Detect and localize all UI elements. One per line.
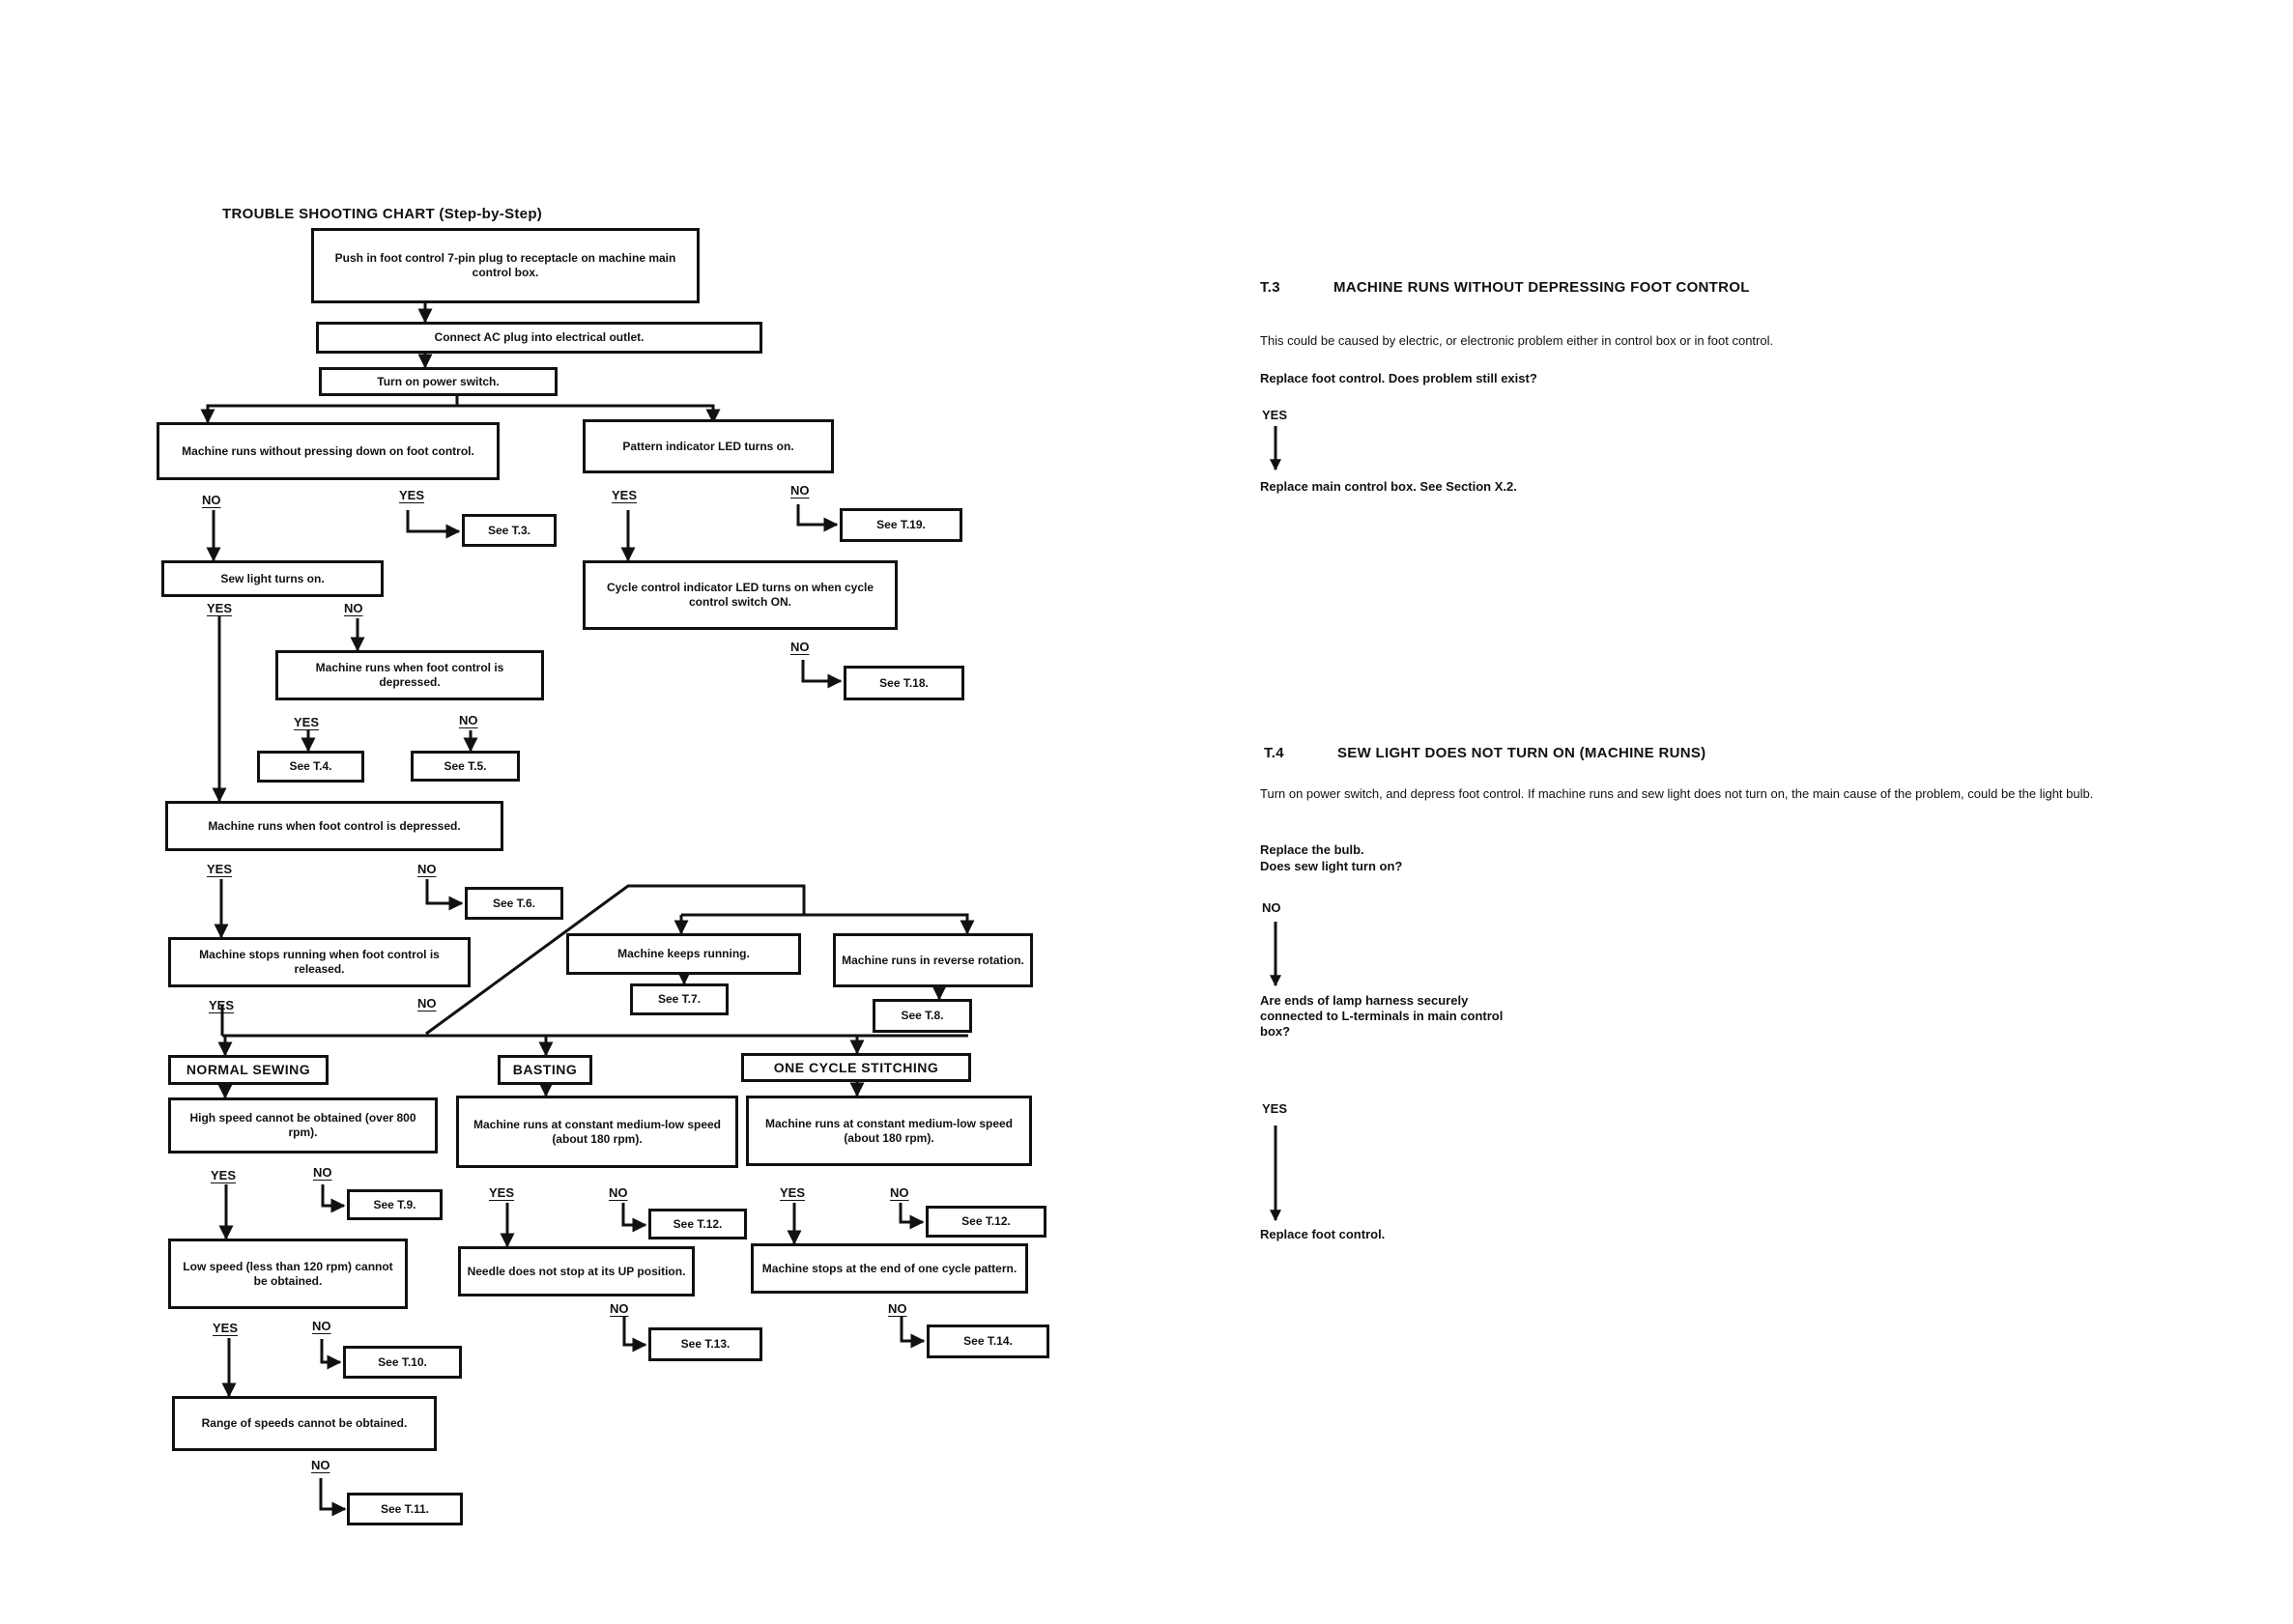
see-t8-box: See T.8. <box>873 999 972 1033</box>
see-t10-box: See T.10. <box>343 1346 462 1379</box>
see-t19-box: See T.19. <box>840 508 962 542</box>
low-speed-yes-label: YES <box>213 1321 239 1335</box>
runs-depressed-b-yes-label: YES <box>207 862 233 876</box>
see-t11-box: See T.11. <box>347 1493 463 1525</box>
stops-released-no-label: NO <box>417 996 437 1011</box>
section-t3-question: Replace foot control. Does problem still… <box>1260 371 1537 385</box>
step-cycle-speed-box: Machine runs at constant medium-low spee… <box>746 1096 1032 1166</box>
see-t4-box: See T.4. <box>257 751 364 783</box>
section-t3-yes: YES <box>1262 408 1288 422</box>
step-basting-speed-box: Machine runs at constant medium-low spee… <box>456 1096 738 1168</box>
step-sew-light-box: Sew light turns on. <box>161 560 384 597</box>
cycle-end-no-label: NO <box>888 1301 907 1316</box>
step-power-box: Turn on power switch. <box>319 367 558 396</box>
see-t18-box: See T.18. <box>844 666 964 700</box>
step-connect-ac-box: Connect AC plug into electrical outlet. <box>316 322 762 354</box>
see-t13-box: See T.13. <box>648 1327 762 1361</box>
see-t7-box: See T.7. <box>630 983 729 1015</box>
section-t3-action: Replace main control box. See Section X.… <box>1260 479 1517 494</box>
cycle-no-label: NO <box>890 1185 909 1200</box>
see-t5-box: See T.5. <box>411 751 520 782</box>
see-t12b-box: See T.12. <box>926 1206 1046 1238</box>
range-speeds-no-label: NO <box>311 1458 330 1472</box>
section-t4-intro: Turn on power switch, and depress foot c… <box>1260 786 2094 801</box>
step-pattern-led-box: Pattern indicator LED turns on. <box>583 419 834 473</box>
step-stops-released-box: Machine stops running when foot control … <box>168 937 471 987</box>
high-speed-yes-label: YES <box>211 1168 237 1182</box>
step-runs-depressed-a-box: Machine runs when foot control is depres… <box>275 650 544 700</box>
needle-stop-no-label: NO <box>610 1301 629 1316</box>
basting-no-label: NO <box>609 1185 628 1200</box>
one-cycle-box: ONE CYCLE STITCHING <box>741 1053 971 1082</box>
step-high-speed-box: High speed cannot be obtained (over 800 … <box>168 1097 438 1154</box>
high-speed-no-label: NO <box>313 1165 332 1180</box>
runs-depressed-a-yes-label: YES <box>294 715 320 729</box>
runs-depressed-b-no-label: NO <box>417 862 437 876</box>
section-t4-yes: YES <box>1262 1101 1288 1116</box>
basting-yes-label: YES <box>489 1185 515 1200</box>
step-low-speed-box: Low speed (less than 120 rpm) cannot be … <box>168 1239 408 1309</box>
step-runs-without-box: Machine runs without pressing down on fo… <box>157 422 500 480</box>
pattern-led-yes-label: YES <box>612 488 638 502</box>
section-t4-action: Replace foot control. <box>1260 1227 1386 1241</box>
step-runs-depressed-b-box: Machine runs when foot control is depres… <box>165 801 503 851</box>
step-needle-stop-box: Needle does not stop at its UP position. <box>458 1246 695 1296</box>
runs-depressed-a-no-label: NO <box>459 713 478 727</box>
sew-light-yes-label: YES <box>207 601 233 615</box>
section-t4-no: NO <box>1262 900 1281 915</box>
section-t4-number: T.4 <box>1264 745 1284 761</box>
see-t6-box: See T.6. <box>465 887 563 920</box>
section-t4-heading: T.4 SEW LIGHT DOES NOT TURN ON (MACHINE R… <box>1264 746 2134 761</box>
stops-released-yes-label: YES <box>209 998 235 1012</box>
runs-without-no-label: NO <box>202 493 221 507</box>
normal-sewing-box: NORMAL SEWING <box>168 1055 329 1085</box>
section-t3-number: T.3 <box>1260 279 1280 296</box>
step-range-speeds-box: Range of speeds cannot be obtained. <box>172 1396 437 1451</box>
runs-without-yes-label: YES <box>399 488 425 502</box>
see-t12a-box: See T.12. <box>648 1209 747 1239</box>
pattern-led-no-label: NO <box>790 483 810 498</box>
sew-light-no-label: NO <box>344 601 363 615</box>
section-t4-title: SEW LIGHT DOES NOT TURN ON (MACHINE RUNS… <box>1337 745 1706 761</box>
basting-box: BASTING <box>498 1055 592 1085</box>
step-cycle-led-box: Cycle control indicator LED turns on whe… <box>583 560 898 630</box>
section-t4-question2: Are ends of lamp harness securely connec… <box>1260 993 1504 1039</box>
see-t14-box: See T.14. <box>927 1325 1049 1358</box>
cycle-yes-label: YES <box>780 1185 806 1200</box>
section-t4-question1: Does sew light turn on? <box>1260 859 1403 873</box>
step-plug-box: Push in foot control 7-pin plug to recep… <box>311 228 700 303</box>
section-t3-intro: This could be caused by electric, or ele… <box>1260 333 1774 348</box>
section-t4-step1: Replace the bulb. <box>1260 842 1364 857</box>
see-t3-box: See T.3. <box>462 514 557 547</box>
low-speed-no-label: NO <box>312 1319 331 1333</box>
chart-title: TROUBLE SHOOTING CHART (Step-by-Step) <box>222 206 543 222</box>
cycle-led-no-label: NO <box>790 640 810 654</box>
step-keeps-running-box: Machine keeps running. <box>566 933 801 975</box>
step-reverse-rotation-box: Machine runs in reverse rotation. <box>833 933 1033 987</box>
see-t9-box: See T.9. <box>347 1189 443 1220</box>
step-cycle-end-box: Machine stops at the end of one cycle pa… <box>751 1243 1028 1294</box>
section-t3-title: MACHINE RUNS WITHOUT DEPRESSING FOOT CON… <box>1333 279 1750 296</box>
section-t3-heading: T.3 MACHINE RUNS WITHOUT DEPRESSING FOOT … <box>1260 280 2130 296</box>
